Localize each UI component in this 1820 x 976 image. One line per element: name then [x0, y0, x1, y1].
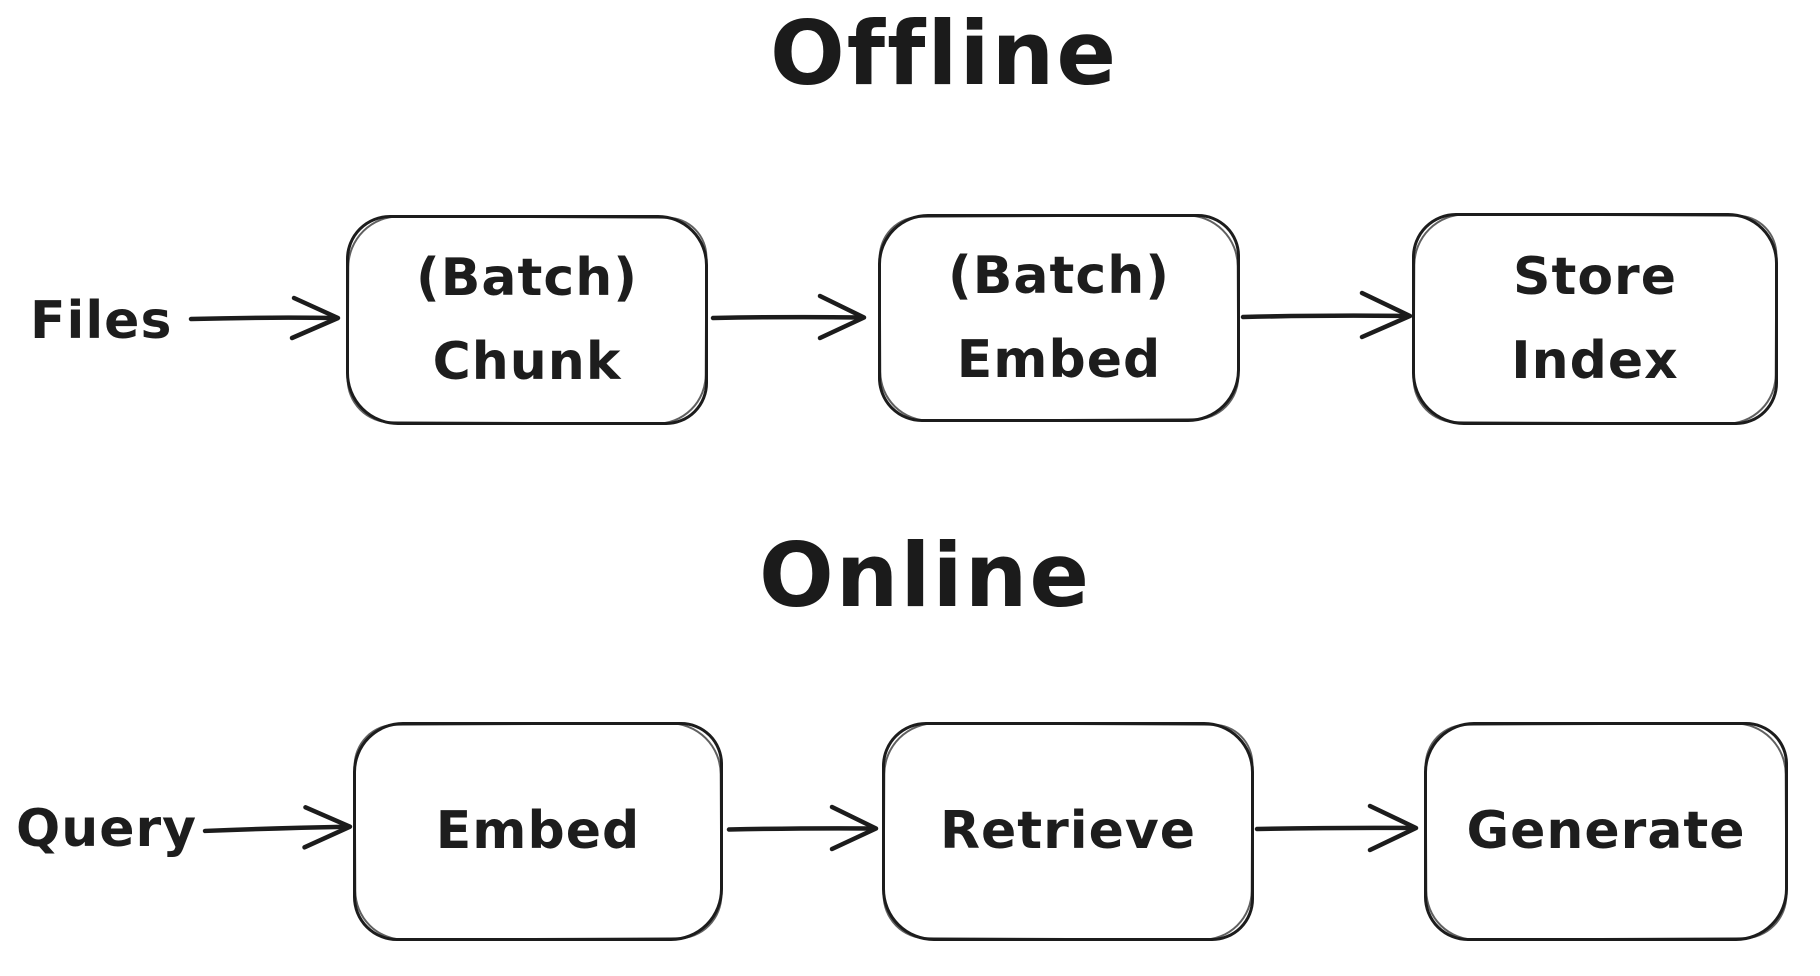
node-label-line: (Batch) [416, 247, 638, 308]
node-label-line: Chunk [432, 332, 622, 392]
node-label-line: Embed [435, 801, 641, 862]
node-batch-embed: (Batch) Embed [878, 214, 1240, 422]
flow-arrow-icon [188, 295, 341, 341]
flow-arrow-icon [726, 804, 879, 852]
node-retrieve: Retrieve [882, 722, 1254, 941]
node-embed: Embed [353, 722, 723, 941]
node-batch-chunk: (Batch) Chunk [346, 215, 708, 425]
node-label-line: Store [1513, 246, 1677, 307]
flow-arrow-icon [1240, 290, 1413, 340]
offline-section-title: Offline [769, 2, 1119, 105]
node-label-line: (Batch) [948, 245, 1170, 306]
node-label-line: Index [1511, 331, 1679, 391]
node-store-index: Store Index [1412, 213, 1778, 425]
node-label-line: Embed [956, 330, 1162, 390]
node-label-line: Generate [1466, 801, 1746, 862]
query-input-label: Query [16, 799, 198, 859]
online-section-title: Online [758, 524, 1092, 627]
flow-arrow-icon [1254, 803, 1419, 853]
files-input-label: Files [30, 291, 173, 351]
node-generate: Generate [1424, 722, 1788, 941]
node-label-line: Retrieve [939, 801, 1197, 862]
flow-arrow-icon [710, 293, 867, 341]
flow-arrow-icon [202, 805, 353, 850]
